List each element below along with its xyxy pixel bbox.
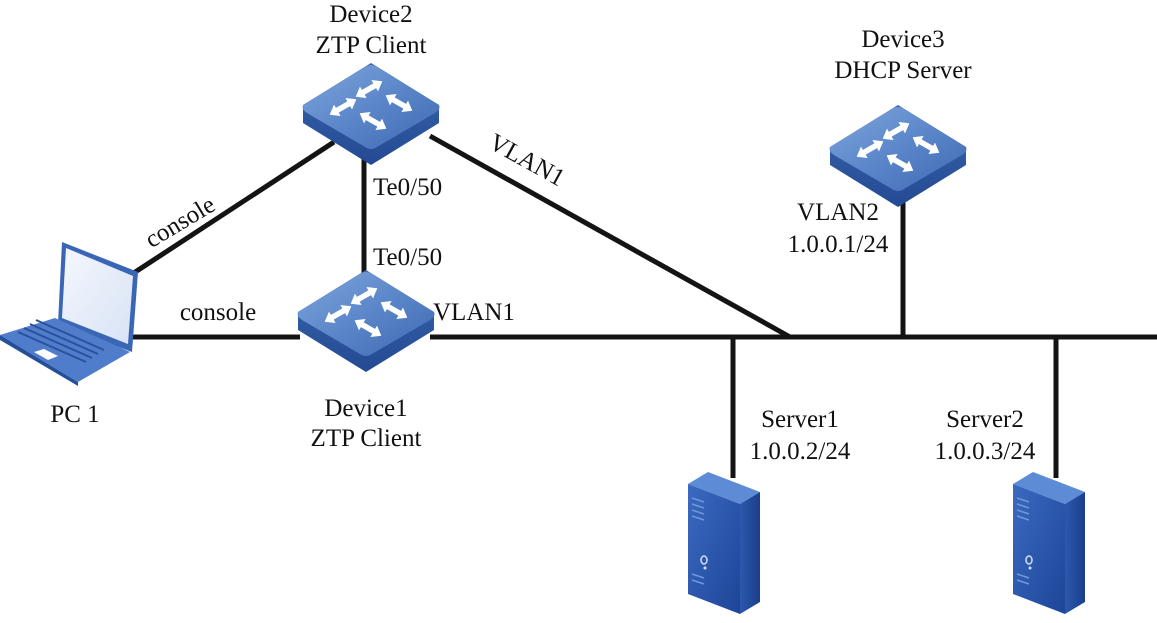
vlan1-label-device1: VLAN1	[433, 299, 515, 326]
vlan2-label: VLAN2	[797, 199, 879, 226]
pc1-label: PC 1	[50, 401, 99, 428]
server1-icon	[687, 471, 761, 615]
vlan1-label-device2: VLAN1	[484, 129, 569, 192]
server1-ip-label: 1.0.0.2/24	[750, 438, 851, 465]
server2-icon	[1012, 471, 1086, 615]
device3-name-label: Device3	[861, 26, 944, 53]
te-port-label-device1: Te0/50	[373, 244, 442, 271]
server2-ip-label: 1.0.0.3/24	[935, 438, 1036, 465]
server2-name-label: Server2	[946, 406, 1024, 433]
link-pc-device2	[118, 139, 336, 285]
device1-name-label: Device1	[324, 395, 407, 422]
device1-switch-icon	[298, 270, 435, 372]
link-device2-bus	[428, 133, 792, 340]
server1-name-label: Server1	[761, 406, 839, 433]
pc1-laptop-icon	[0, 242, 138, 386]
device3-switch-icon	[830, 105, 967, 207]
console-label-lower: console	[180, 299, 256, 326]
vlan2-ip-label: 1.0.0.1/24	[788, 231, 889, 258]
device2-role-label: ZTP Client	[316, 32, 427, 59]
te-port-label-device2: Te0/50	[373, 174, 442, 201]
device1-role-label: ZTP Client	[311, 425, 422, 452]
device3-role-label: DHCP Server	[834, 57, 972, 84]
device2-name-label: Device2	[329, 1, 412, 28]
